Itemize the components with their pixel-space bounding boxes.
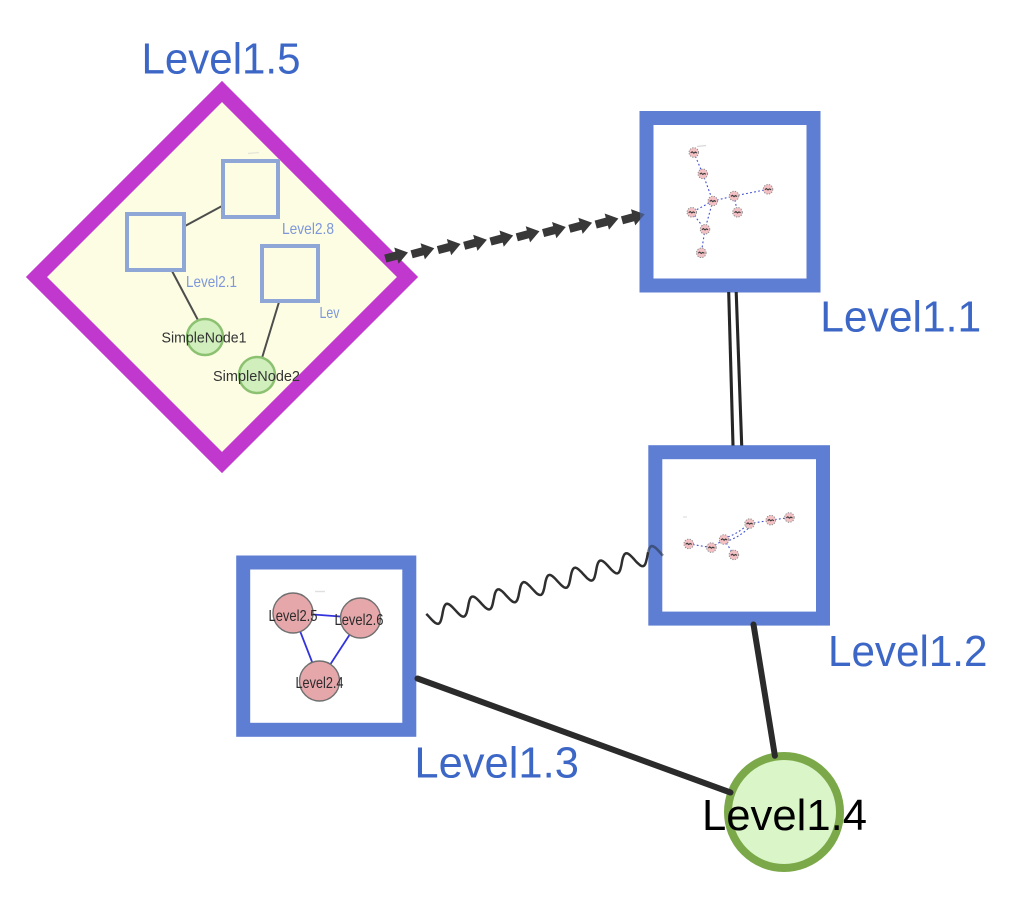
svg-text:Level1.4: Level1.4 [702,791,867,840]
svg-text:Lev: Lev [320,305,340,322]
svg-text:Level2.8: Level2.8 [282,221,334,238]
svg-text:Level1.5: Level1.5 [142,35,301,84]
svg-text:SimpleNode1: SimpleNode1 [162,330,247,347]
svg-text:Level1.1: Level1.1 [820,292,981,341]
svg-text:Level1.2: Level1.2 [828,627,988,676]
svg-text:SimpleNode2: SimpleNode2 [213,368,300,385]
svg-text:Level2.6: Level2.6 [335,612,384,629]
svg-text:Level2.1: Level2.1 [186,274,237,291]
svg-text:Level2.5: Level2.5 [269,608,318,625]
svg-text:Level2.4: Level2.4 [296,675,344,692]
svg-text:Level1.3: Level1.3 [414,738,579,787]
